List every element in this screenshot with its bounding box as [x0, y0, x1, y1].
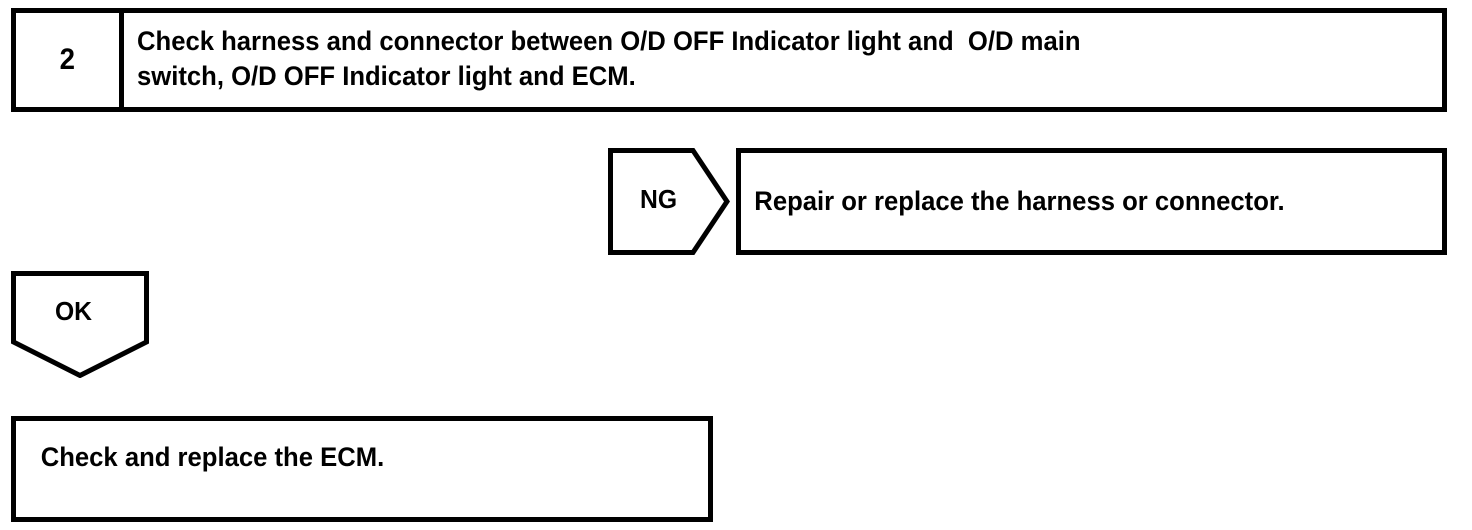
step-number-cell: 2 — [16, 13, 124, 107]
ok-result-box: Check and replace the ECM. — [11, 416, 713, 522]
ng-result-text: Repair or replace the harness or connect… — [754, 185, 1285, 216]
step-number: 2 — [59, 43, 76, 76]
ok-arrow-shape — [11, 271, 149, 378]
step-text-line-2: switch, O/D OFF Indicator light and ECM. — [137, 61, 636, 91]
ng-result-box: Repair or replace the harness or connect… — [736, 148, 1447, 255]
step-row: 2 Check harness and connector between O/… — [11, 8, 1447, 112]
ok-pentagon-icon — [11, 271, 149, 378]
step-text-line-1: Check harness and connector between O/D … — [137, 26, 1081, 56]
ok-label: OK — [54, 296, 93, 326]
ng-arrow-shape — [608, 148, 730, 255]
ng-pentagon-icon — [608, 148, 730, 255]
step-text-cell: Check harness and connector between O/D … — [124, 13, 1442, 107]
ng-label: NG — [639, 184, 678, 214]
ok-result-text: Check and replace the ECM. — [40, 442, 385, 472]
